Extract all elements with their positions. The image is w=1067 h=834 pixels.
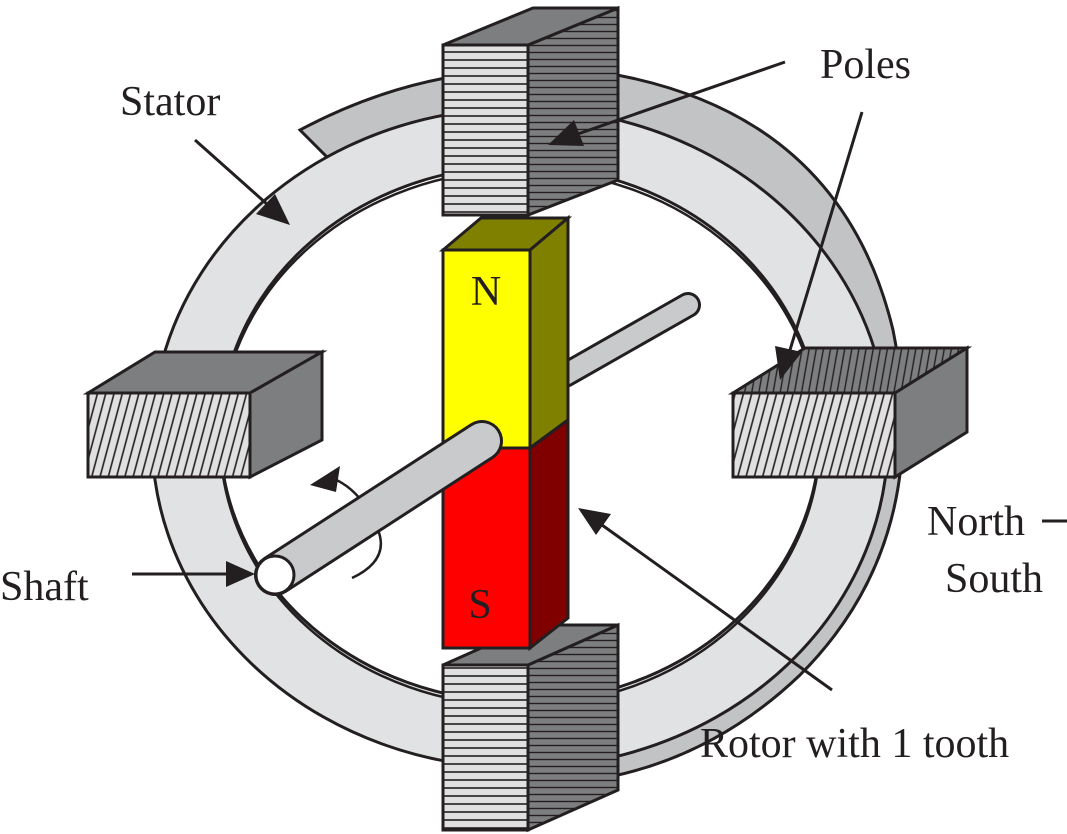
label-poles: Poles <box>820 42 911 88</box>
label-rotor: Rotor with 1 tooth <box>700 721 1009 767</box>
pole-bottom <box>441 622 620 833</box>
pole-right <box>727 345 973 480</box>
label-north: North <box>927 499 1025 545</box>
pole-left <box>82 349 328 480</box>
leader-shaft <box>132 561 255 587</box>
leader-poles-top <box>548 60 786 146</box>
leader-poles-right <box>775 111 864 380</box>
rotor-magnet: N S <box>438 214 573 652</box>
pole-top <box>441 5 620 218</box>
south-pole-letter: S <box>468 582 491 628</box>
label-shaft: Shaft <box>0 564 89 610</box>
shaft <box>254 420 503 596</box>
shaft-back <box>552 292 701 388</box>
north-pole-letter: N <box>471 269 501 315</box>
leader-stator <box>194 138 290 225</box>
leader-rotor <box>578 508 833 692</box>
label-stator: Stator <box>120 79 220 125</box>
label-south: South <box>945 556 1043 602</box>
